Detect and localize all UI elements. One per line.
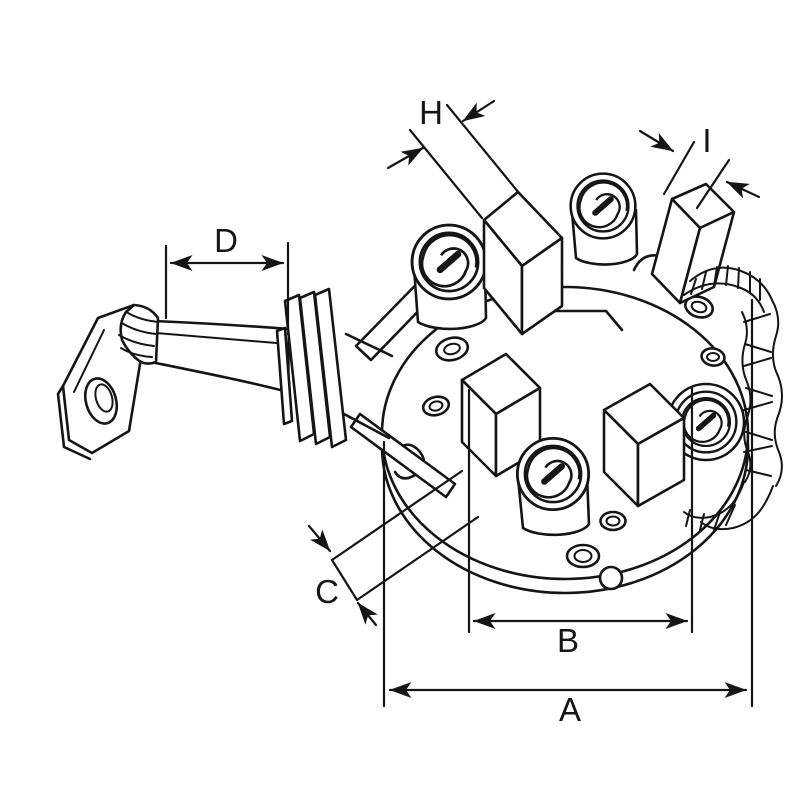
dim-i-extension-line (695, 158, 731, 210)
brush-top-right (650, 182, 736, 305)
lead-rod (149, 319, 291, 394)
dim-h-extension-line (445, 103, 521, 195)
dim-i-extension-line (662, 140, 696, 196)
plate-holes (421, 295, 726, 569)
dim-c-edge-line (330, 558, 359, 602)
lead-arm (56, 287, 394, 461)
dim-h-label: H (419, 94, 443, 131)
dimension-c: C (307, 469, 480, 627)
torsion-spring-top-center (571, 174, 639, 266)
dim-h-extension-line (408, 128, 484, 220)
dimension-h: H (386, 94, 521, 220)
dim-b-label: B (557, 622, 579, 659)
brush-top-center (482, 190, 564, 336)
dimension-d: D (164, 222, 290, 336)
dim-c-arrow (307, 524, 332, 553)
dim-h-arrow (461, 99, 496, 123)
terminal-lug (56, 303, 143, 461)
dimension-b: B (467, 386, 694, 659)
dimension-a: A (382, 298, 754, 728)
dim-c-extension-line (330, 469, 464, 562)
brush-bottom-right (602, 382, 686, 508)
rim-notch (598, 565, 624, 591)
dim-i-label: I (702, 122, 711, 159)
arm-link (344, 332, 394, 358)
dim-i-arrow (638, 129, 675, 153)
dim-a-label: A (559, 691, 581, 728)
dimension-i: I (638, 122, 761, 210)
braided-wire (683, 265, 783, 531)
dim-c-extension-line (355, 515, 480, 602)
crimp-joint (118, 303, 160, 365)
dim-d-label: D (214, 222, 238, 259)
grommet-stack (275, 287, 348, 449)
dim-c-arrow (356, 601, 378, 627)
torsion-spring-bottom-center (517, 438, 589, 537)
dim-h-arrow (386, 146, 425, 170)
dim-i-arrow (725, 180, 761, 199)
dim-c-label: C (315, 573, 339, 610)
arm-link (342, 412, 391, 440)
torsion-spring-top-left (412, 225, 486, 331)
